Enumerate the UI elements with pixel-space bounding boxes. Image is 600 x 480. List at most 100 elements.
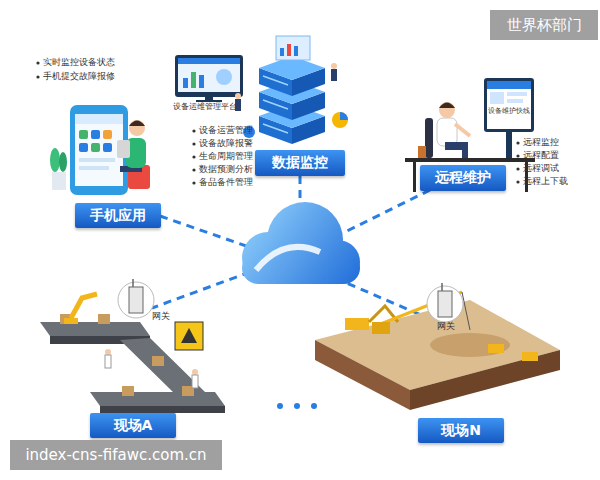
bullet-dot	[192, 181, 195, 184]
monitor-illustration	[175, 55, 243, 97]
factory-illustration	[105, 349, 111, 355]
mine-illustration	[462, 292, 470, 330]
mine-illustration	[441, 283, 443, 291]
mine-illustration	[345, 318, 369, 330]
mine-illustration	[430, 333, 510, 357]
phone-illustration	[79, 130, 88, 139]
server-stack	[263, 100, 288, 109]
box-title: 远程维护	[435, 169, 491, 187]
feature-item: 远程调试	[523, 163, 559, 174]
phone-illustration	[50, 148, 60, 172]
remote-desk-illustration	[507, 99, 523, 103]
screen-caption: 设备维护快线	[488, 107, 530, 115]
server-stack	[331, 69, 337, 81]
section-label-box: 现场N	[418, 418, 504, 443]
phone-illustration	[52, 172, 66, 190]
dashed-link	[345, 190, 430, 232]
remote-desk-illustration	[405, 158, 535, 162]
server-stack	[340, 112, 348, 120]
server-stack	[331, 63, 337, 69]
remote-desk-illustration	[484, 78, 534, 132]
server-stack	[280, 48, 284, 56]
cloud-symbol	[242, 202, 360, 284]
box-title: 数据监控	[272, 154, 328, 172]
remote-desk-illustration	[507, 92, 527, 96]
remote-desk-illustration	[490, 92, 504, 104]
phone-illustration	[75, 114, 123, 124]
dashed-link	[152, 272, 250, 308]
watermark-text: index-cns-fifawc.com.cn	[10, 440, 222, 470]
feature-item: 远程监控	[523, 137, 559, 148]
phone-illustration	[117, 140, 130, 158]
phone-illustration	[91, 143, 100, 152]
mine-illustration	[522, 352, 538, 361]
ellipsis-dots	[311, 403, 317, 409]
monitor-illustration	[191, 72, 196, 88]
cloud-symbol	[256, 247, 320, 270]
server-stack	[287, 44, 291, 56]
factory-illustration	[71, 294, 97, 318]
mine-illustration	[488, 344, 504, 353]
bullet-dot	[192, 168, 195, 171]
monitor-illustration	[199, 75, 204, 88]
bullet-dot	[36, 61, 39, 64]
phone-illustration	[59, 152, 67, 172]
factory-illustration	[129, 287, 143, 313]
server-stack	[235, 93, 241, 99]
watermark-text: 世界杯部门	[490, 10, 598, 40]
remote-desk-illustration	[506, 132, 512, 158]
remote-desk-illustration	[418, 146, 426, 158]
monitor-illustration	[178, 58, 240, 64]
phone-illustration	[103, 143, 112, 152]
server-stack	[263, 124, 288, 133]
bullet-dot	[516, 154, 519, 157]
feature-item: 手机提交故障报修	[43, 71, 115, 82]
remote-desk-illustration	[413, 162, 416, 192]
ellipsis-dots	[277, 403, 283, 409]
phone-illustration	[79, 158, 115, 162]
bullet-dot	[516, 141, 519, 144]
phone-illustration	[129, 121, 145, 127]
feature-item: 设备运营管理	[199, 125, 253, 136]
server-stack	[276, 36, 310, 60]
mine-illustration	[315, 340, 410, 410]
factory-illustration	[40, 322, 150, 336]
gateway-label: 网关	[152, 311, 170, 322]
feature-item: 远程配置	[523, 150, 559, 161]
monitor-illustration	[216, 69, 232, 85]
mine-illustration	[438, 291, 452, 317]
screen-caption: 设备运维管理平台	[173, 102, 237, 112]
bullet-dot	[192, 142, 195, 145]
ellipsis-dots	[277, 403, 317, 409]
mine-illustration	[427, 286, 463, 322]
box-title: 现场A	[114, 417, 153, 435]
phone-illustration	[79, 166, 109, 170]
server-stack	[294, 46, 298, 56]
remote-desk-illustration	[437, 118, 457, 146]
factory-illustration	[152, 356, 164, 366]
factory-illustration	[122, 386, 134, 396]
bullet-dot	[516, 167, 519, 170]
monitor-illustration	[196, 100, 222, 102]
remote-desk-illustration	[487, 81, 531, 129]
bullet-dot	[516, 180, 519, 183]
mine-illustration	[315, 283, 560, 410]
feature-item: 实时监控设备状态	[43, 57, 115, 68]
phone-illustration	[129, 120, 145, 136]
monitor-illustration	[178, 58, 240, 92]
factory-illustration	[175, 322, 203, 350]
feature-item: 远程上下载	[523, 176, 568, 187]
dashed-link	[160, 216, 252, 248]
dashed-link	[152, 176, 430, 318]
factory-illustration	[181, 328, 197, 343]
factory-illustration	[64, 318, 78, 324]
factory-illustration	[132, 279, 134, 287]
bullet-dot	[192, 129, 195, 132]
gateway-label: 网关	[437, 321, 455, 332]
bullet-dot	[192, 155, 195, 158]
box-title: 现场N	[441, 422, 481, 440]
factory-illustration	[90, 392, 225, 406]
phone-illustration	[79, 143, 88, 152]
